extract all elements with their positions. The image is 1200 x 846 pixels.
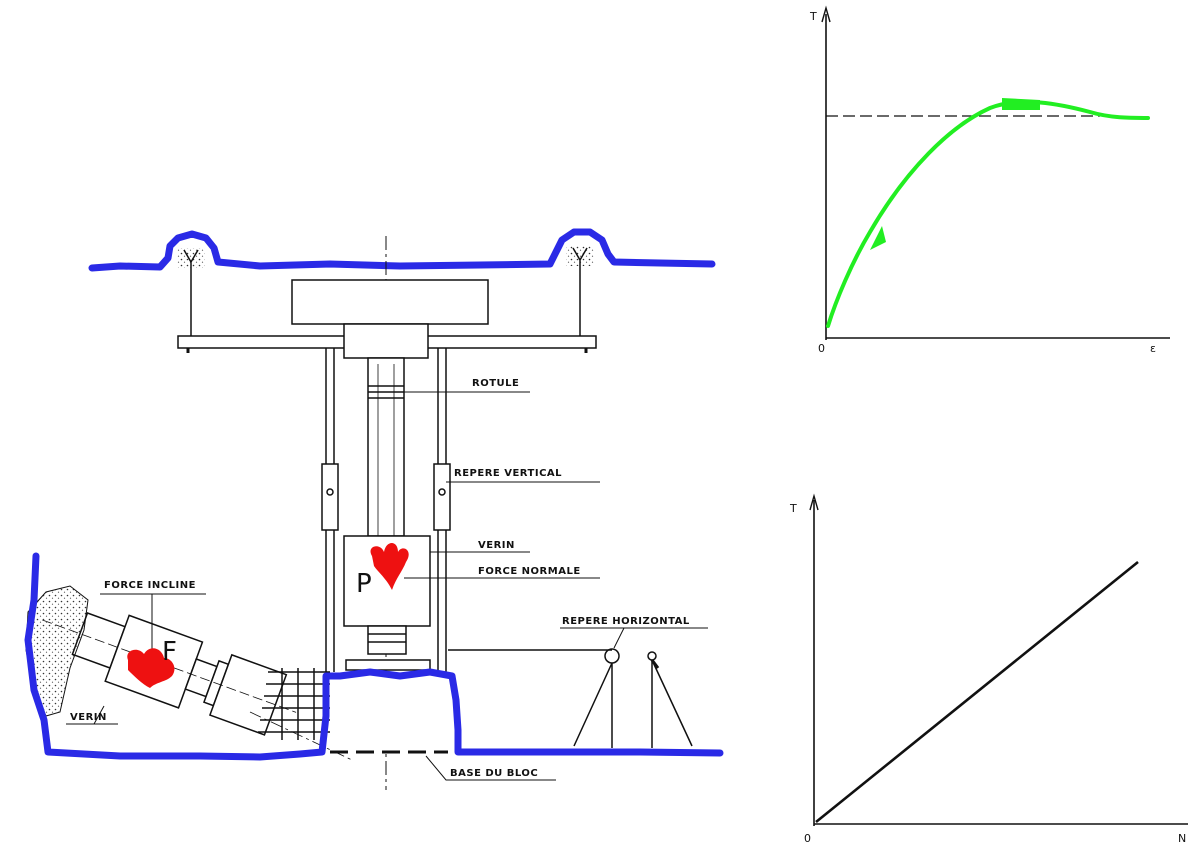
label-force-normale: FORCE NORMALE (478, 566, 581, 577)
shear-normal-chart: T N 0 (789, 493, 1188, 845)
label-verin-top: VERIN (478, 540, 515, 551)
shear-curve-chart: T ε 0 (809, 5, 1170, 355)
shear-normal-x-label: N (1178, 832, 1186, 845)
shear-curve-y-label: T (809, 10, 817, 23)
ceiling-rock-line (88, 228, 716, 272)
shear-curve-x-label: ε (1150, 342, 1156, 355)
beam-cap (343, 323, 429, 359)
force-letter-p: P (356, 569, 372, 599)
shear-curve-arrow-peak (1002, 98, 1040, 110)
label-verin-side: VERIN (70, 712, 107, 723)
shear-test-apparatus (25, 228, 716, 790)
ground-rock-line (24, 552, 724, 761)
anchor-left (177, 248, 205, 268)
reaction-block (291, 279, 489, 325)
normal-force-mark (370, 543, 409, 590)
inclined-jack (42, 612, 297, 736)
inclined-force-mark (127, 648, 175, 688)
label-rotule: ROTULE (472, 378, 519, 389)
loading-plate (345, 659, 431, 671)
horizontal-dial (604, 648, 620, 664)
shear-normal-y-label: T (789, 502, 797, 515)
loading-column (367, 357, 405, 537)
label-base-du-bloc: BASE DU BLOC (450, 768, 538, 779)
shear-curve-arrow-rise (870, 226, 886, 250)
shear-curve-line (826, 99, 1150, 328)
label-repere-vertical: REPERE VERTICAL (454, 468, 562, 479)
anchor-right (566, 246, 594, 266)
shear-normal-line (815, 560, 1139, 824)
label-repere-horizontal: REPERE HORIZONTAL (562, 616, 690, 627)
label-force-incline: FORCE INCLINE (104, 580, 196, 591)
vertical-gauge-right (433, 463, 451, 531)
shear-curve-origin: 0 (818, 342, 825, 355)
force-letter-f: F (162, 637, 177, 667)
test-block (330, 676, 448, 752)
vertical-gauge-left (321, 463, 339, 531)
shear-normal-origin: 0 (804, 832, 811, 845)
